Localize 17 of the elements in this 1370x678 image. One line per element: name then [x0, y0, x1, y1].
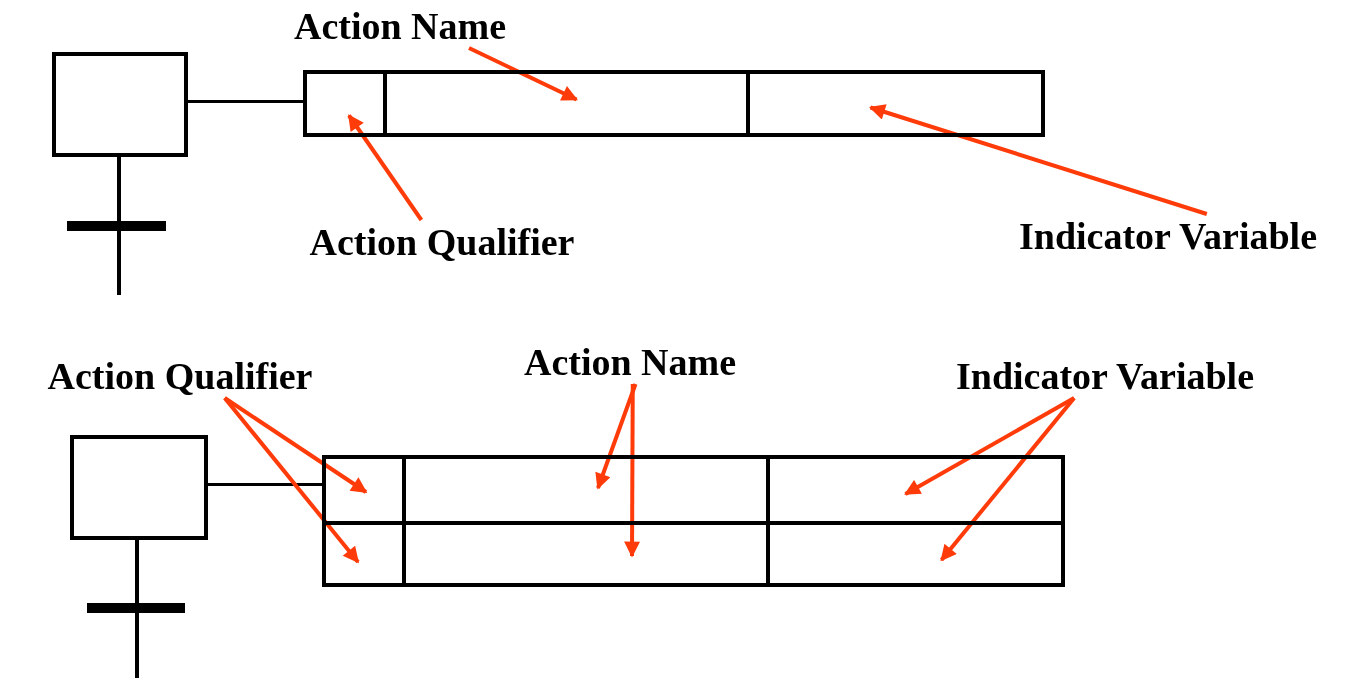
- leader-arrow: [624, 384, 641, 558]
- connector-line: [188, 100, 303, 103]
- leader-arrow: [468, 46, 578, 102]
- connector-line: [208, 483, 322, 486]
- step-box: [52, 52, 188, 157]
- leader-arrow: [595, 383, 638, 490]
- callout-label: Action Qualifier: [8, 354, 352, 398]
- leader-arrow: [868, 104, 1208, 216]
- callout-label: Indicator Variable: [974, 214, 1362, 258]
- callout-label: Indicator Variable: [912, 354, 1298, 398]
- leader-arrow: [347, 114, 423, 222]
- leader-arrow: [223, 396, 360, 564]
- leader-arrow: [939, 396, 1076, 562]
- callout-label: Action Name: [262, 4, 538, 48]
- step-box: [70, 435, 208, 540]
- callout-label: Action Name: [492, 340, 768, 384]
- callout-label: Action Qualifier: [270, 220, 614, 264]
